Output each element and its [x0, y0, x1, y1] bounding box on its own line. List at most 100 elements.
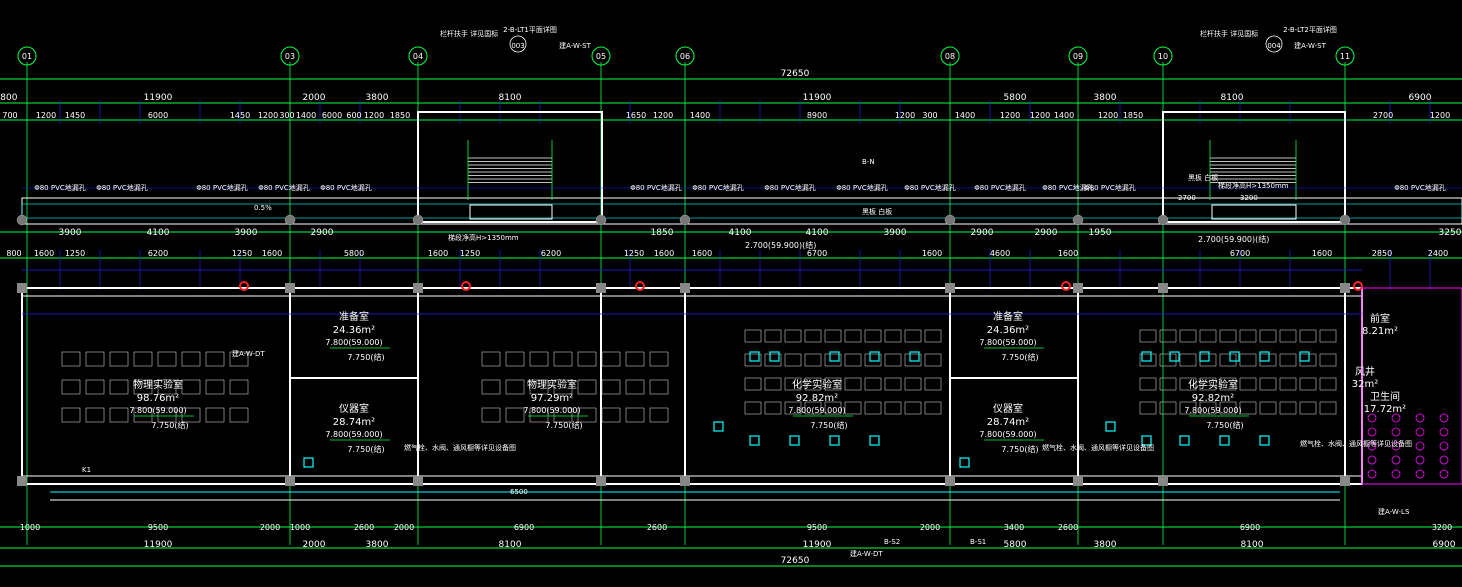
dim-6500: 6500: [510, 488, 528, 496]
room-name: 物理实验室: [133, 378, 183, 391]
dim-bot1-label: 2600: [647, 523, 667, 532]
section-marker-s2: B-S2: [884, 538, 900, 546]
pvc-drain-label: Φ80 PVC地漏孔: [764, 183, 816, 192]
dim-bot2-label: 8100: [499, 540, 522, 550]
dim-row1-label: 11900: [803, 93, 832, 103]
room-name: 准备室: [993, 310, 1023, 323]
pvc-drain-label: Φ80 PVC地漏孔: [96, 183, 148, 192]
pvc-drain-label: Φ80 PVC地漏孔: [196, 183, 248, 192]
overall-dimension-top: 72650: [781, 69, 810, 79]
dim-upper-label: 4600: [990, 249, 1010, 258]
dim-row2-label: 1200: [1430, 111, 1450, 120]
stair-height-right: 梯段净高H>1350mm: [1218, 181, 1289, 190]
dim-row2-label: 8900: [807, 111, 827, 120]
dim-upper-label: 1600: [922, 249, 942, 258]
room-name: 化学实验室: [792, 378, 842, 391]
room-elevation: 7.750(结): [151, 420, 188, 430]
dim-bot1-label: 1000: [20, 523, 40, 532]
stair-note: 建A-W-ST: [559, 41, 591, 50]
stair-note: 建A-W-ST: [1294, 41, 1326, 50]
room-elevation: 7.750(结): [545, 420, 582, 430]
dim-row2-label: 1450: [230, 111, 250, 120]
dim-mid-label: 3250: [1439, 228, 1462, 238]
dim-row2-label: 1400: [690, 111, 710, 120]
grid-bubble-label: 05: [596, 52, 606, 61]
stair-note: 2-B-LT1平面详图: [503, 25, 557, 34]
railing-note-left: 栏杆扶手 详见国标: [440, 29, 498, 38]
dim-mid-label: 4100: [147, 228, 170, 238]
dim-mid-label: 3900: [884, 228, 907, 238]
dim-row2-label: 1200: [364, 111, 384, 120]
dim-row2-label: 1650: [626, 111, 646, 120]
room-area: 98.76m²: [137, 393, 179, 404]
grid-bubble-label: 11: [1340, 52, 1350, 61]
grid-bubble-label: 01: [22, 52, 32, 61]
dim-bot1-label: 2600: [354, 523, 374, 532]
cabinet-label-k1: K1: [82, 466, 91, 474]
dim-mid-label: 3900: [235, 228, 258, 238]
overall-dimension-bottom: 72650: [781, 556, 810, 566]
room-labels: 物理实验室98.76m²7.800(59.000)7.750(结)准备室24.3…: [129, 310, 1249, 454]
pvc-drain-label: Φ80 PVC地漏孔: [692, 183, 744, 192]
dim-bot1-label: 3400: [1004, 523, 1024, 532]
room-level: 7.800(59.000): [979, 338, 1036, 347]
grid-bubble-label: 06: [680, 52, 690, 61]
dim-row2-label: 1400: [955, 111, 975, 120]
dim-upper-label: 1250: [624, 249, 644, 258]
stair-note: 2-B-LT2平面详图: [1283, 25, 1337, 34]
dim-row2-label: 1200: [653, 111, 673, 120]
grid-bubble-label: 03: [285, 52, 295, 61]
dim-row2-label: 1200: [1030, 111, 1050, 120]
dim-bot1-label: 6900: [514, 523, 534, 532]
detail-ref-right: 建A-W-LS: [1378, 507, 1410, 516]
dim-upper-label: 2850: [1372, 249, 1392, 258]
railing-note-right: 栏杆扶手 详见国标: [1200, 29, 1258, 38]
pvc-drain-label: Φ80 PVC地漏孔: [904, 183, 956, 192]
room-elevation: 7.750(结): [810, 420, 847, 430]
room-level: 7.800(59.000): [1184, 406, 1241, 415]
dim-row1-label: 6900: [1409, 93, 1432, 103]
room-area: 92.82m²: [796, 393, 838, 404]
dim-row1-label: 2000: [303, 93, 326, 103]
room-level: 7.800(59.000): [979, 430, 1036, 439]
room-name: 仪器室: [339, 402, 369, 415]
dim-upper-label: 1600: [692, 249, 712, 258]
corridor-elevation-left: 2.700(59.900)(结): [745, 240, 816, 250]
grid-bubble-2: [408, 46, 428, 66]
dim-upper-label: 1600: [1312, 249, 1332, 258]
dim-upper-label: 1600: [428, 249, 448, 258]
dim-row2-label: 1400: [296, 111, 316, 120]
pvc-drain-label: Φ80 PVC地漏孔: [974, 183, 1026, 192]
grid-bubble-6: [1068, 46, 1088, 66]
dim-bot2-label: 3800: [1094, 540, 1117, 550]
dim-bot2-label: 11900: [144, 540, 173, 550]
stair-ref-left: 003: [511, 42, 524, 50]
dim-row2-label: 6000: [148, 111, 168, 120]
dim-bot1-label: 2000: [260, 523, 280, 532]
grid-bubble-8: [1335, 46, 1355, 66]
pvc-drain-label: Φ80 PVC地漏孔: [836, 183, 888, 192]
gas-note-1: 燃气栓、水阀、通风橱等详见设备图: [404, 443, 516, 452]
room-level: 7.800(59.000): [523, 406, 580, 415]
detail-ref-mid: 建A-W-DT: [850, 549, 883, 558]
dim-row1-label: 8100: [1221, 93, 1244, 103]
dim-bot1-label: 3200: [1432, 523, 1452, 532]
dim-bot1-label: 2000: [920, 523, 940, 532]
gas-note-3: 燃气栓、水阀、通风橱等详见设备图: [1300, 439, 1412, 448]
grid-bubble-label: 10: [1158, 52, 1168, 61]
room-name: 准备室: [339, 310, 369, 323]
stair-ref-right: 004: [1267, 42, 1281, 50]
side-room-name: 前室: [1370, 312, 1390, 325]
side-room-area: 32m²: [1352, 379, 1378, 390]
dim-row2-label: 1400: [1054, 111, 1074, 120]
dim-2700: 2700: [1178, 194, 1196, 202]
grid-bubble-4: [675, 46, 695, 66]
side-room-area: 17.72m²: [1364, 404, 1406, 415]
dim-upper-label: 1600: [1058, 249, 1078, 258]
